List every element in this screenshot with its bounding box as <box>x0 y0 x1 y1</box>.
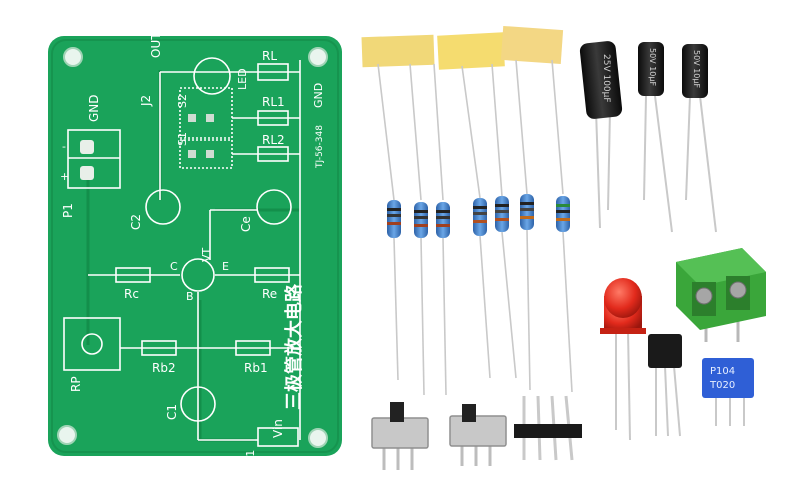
mount-hole <box>308 47 328 67</box>
capacitor-small: 50V 10μF <box>682 44 717 233</box>
label-ce: Ce <box>239 216 253 232</box>
label-re: Re <box>262 287 277 301</box>
label-out: OUT <box>149 32 163 58</box>
label-c: C <box>170 260 178 273</box>
label-p1: P1 <box>61 203 75 218</box>
label-rl1: RL1 <box>262 95 285 109</box>
label-gnd: GND <box>87 94 101 122</box>
mount-hole <box>63 47 83 67</box>
capacitor-small: 50V 10μF <box>638 42 673 233</box>
resistor <box>473 198 487 236</box>
resistor <box>495 196 509 232</box>
trimmer-potentiometer: P104 T020 <box>702 358 754 426</box>
resistor <box>436 202 450 238</box>
resistor <box>414 202 428 238</box>
label-c1: C1 <box>165 404 179 420</box>
mount-hole <box>57 425 77 445</box>
cap-large-rating: 25V 100μF <box>601 54 611 103</box>
label-c2: C2 <box>129 214 143 230</box>
label-led: LED <box>236 68 249 90</box>
label-gnd-side: GND <box>312 83 325 108</box>
label-plus: + <box>60 170 69 183</box>
pcb-board: GND OUT GND TJ-56-348 P1 - + J2 S2 S1 LE… <box>48 32 342 461</box>
capacitor-large: 25V 100μF <box>579 41 623 229</box>
mount-hole <box>308 428 328 448</box>
screw-terminal-block <box>676 248 766 342</box>
label-s1: S1 <box>176 132 189 146</box>
slide-switch <box>449 404 507 466</box>
label-j2: J2 <box>139 95 153 107</box>
label-rl: RL <box>262 49 277 63</box>
label-j1: J1 <box>244 450 257 461</box>
transistor <box>648 334 682 437</box>
trimmer-code-1: P104 <box>710 366 735 377</box>
resistor-tape <box>361 25 564 70</box>
header-pins <box>514 395 582 461</box>
resistor-set <box>377 59 573 396</box>
resistor <box>387 200 401 238</box>
label-vt: VT <box>200 247 213 262</box>
label-rl2: RL2 <box>262 133 285 147</box>
red-led <box>600 278 646 441</box>
label-vin: Vin <box>271 419 285 438</box>
label-rb2: Rb2 <box>152 361 176 375</box>
cap-small-1-rating: 50V 10μF <box>648 48 657 86</box>
board-title: 三极管放大电路 <box>283 283 305 410</box>
label-model: TJ-56-348 <box>315 125 325 169</box>
label-minus: - <box>62 140 66 153</box>
cap-small-2-rating: 50V 10μF <box>692 50 701 88</box>
slide-switch <box>371 402 429 470</box>
label-e: E <box>222 260 229 273</box>
resistor <box>520 194 534 230</box>
label-b: B <box>186 290 194 303</box>
label-rp: RP <box>69 376 83 392</box>
label-rb1: Rb1 <box>244 361 268 375</box>
resistor <box>556 196 570 232</box>
label-s2: S2 <box>176 94 189 108</box>
trimmer-code-2: T020 <box>709 380 735 391</box>
label-rc: Rc <box>124 287 139 301</box>
